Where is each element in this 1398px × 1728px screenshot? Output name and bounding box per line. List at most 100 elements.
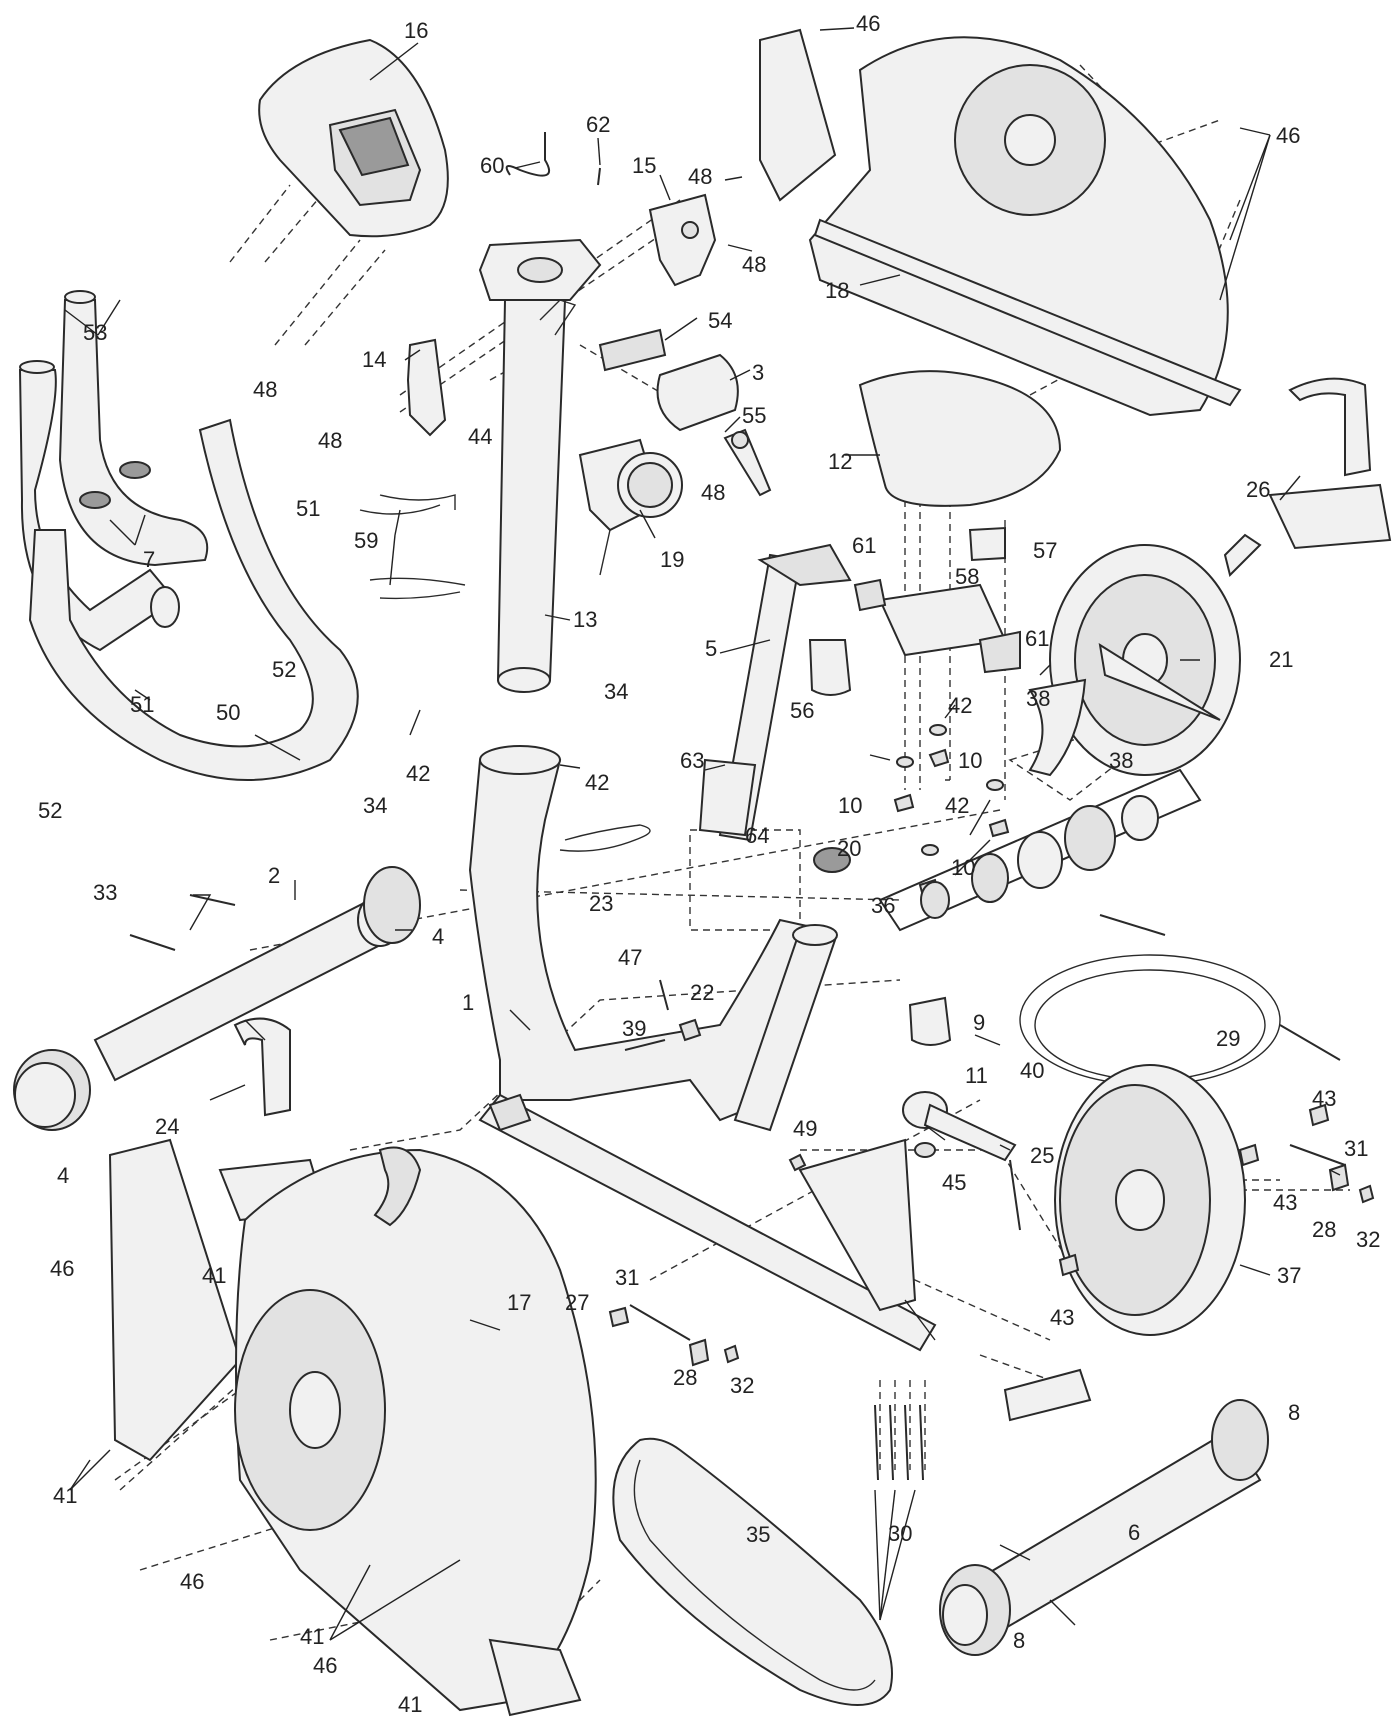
callout-32: 32 [730, 1373, 754, 1398]
callout-34: 34 [604, 679, 628, 704]
washer-and-nut-parts [893, 724, 1010, 898]
callout-29: 29 [1216, 1026, 1240, 1051]
callout-39: 39 [622, 1016, 646, 1041]
seat-slider-parts [853, 526, 1021, 674]
clamp-and-knob-parts [598, 328, 772, 497]
callout-46: 46 [856, 11, 880, 36]
callout-51: 51 [296, 496, 320, 521]
callout-41: 41 [398, 1692, 422, 1717]
callout-numbers: 16 62 60 15 48 48 46 46 18 53 14 54 3 48… [38, 11, 1380, 1717]
callout-12: 12 [828, 449, 852, 474]
callout-20: 20 [837, 836, 861, 861]
callout-46: 46 [1276, 123, 1300, 148]
callout-2: 2 [268, 863, 280, 888]
callout-28: 28 [673, 1365, 697, 1390]
callout-46: 46 [313, 1653, 337, 1678]
callout-41: 41 [53, 1483, 77, 1508]
callout-21: 21 [1269, 647, 1293, 672]
callout-48: 48 [701, 480, 725, 505]
callout-18: 18 [825, 278, 849, 303]
idler-assembly-parts [788, 1091, 1021, 1231]
cable-part [1019, 914, 1341, 1086]
callout-31: 31 [615, 1265, 639, 1290]
callout-17: 17 [507, 1290, 531, 1315]
callout-46: 46 [50, 1256, 74, 1281]
callout-leader-lines [64, 27, 1341, 1641]
callout-27: 27 [565, 1290, 589, 1315]
callout-34: 34 [363, 793, 387, 818]
flywheel-part [1054, 1064, 1246, 1336]
front-handlebar-part [28, 418, 359, 781]
callout-33: 33 [93, 880, 117, 905]
callout-52: 52 [272, 657, 296, 682]
leveling-bolt-parts [874, 1404, 924, 1481]
callout-3: 3 [752, 360, 764, 385]
handlebar-clamp-upper [648, 193, 717, 287]
seat-knob-part [808, 639, 852, 696]
bearing-set-parts [878, 768, 1202, 932]
callout-53: 53 [83, 320, 107, 345]
left-shield-part [108, 1138, 597, 1717]
callout-24: 24 [155, 1114, 179, 1139]
callout-10: 10 [838, 793, 862, 818]
callout-10: 10 [951, 855, 975, 880]
seat-post-part [698, 543, 852, 842]
callout-5: 5 [705, 636, 717, 661]
callout-50: 50 [216, 700, 240, 725]
callout-62: 62 [586, 112, 610, 137]
drive-belt-part [612, 1437, 893, 1706]
callout-42: 42 [585, 770, 609, 795]
front-stabilizer-part [939, 1368, 1269, 1656]
callout-56: 56 [790, 698, 814, 723]
callout-23: 23 [589, 891, 613, 916]
callout-26: 26 [1246, 477, 1270, 502]
callout-37: 37 [1277, 1263, 1301, 1288]
upright-post-part [478, 238, 602, 693]
callout-43: 43 [1273, 1190, 1297, 1215]
callout-52: 52 [38, 798, 62, 823]
callout-46: 46 [180, 1569, 204, 1594]
callout-48: 48 [742, 252, 766, 277]
callout-7: 7 [143, 547, 155, 572]
callout-11: 11 [965, 1063, 988, 1088]
callout-41: 41 [300, 1624, 324, 1649]
right-pedal-part [1268, 377, 1392, 550]
callout-41: 41 [202, 1263, 226, 1288]
callout-54: 54 [708, 308, 732, 333]
callout-61: 61 [1025, 626, 1049, 651]
callout-10: 10 [958, 748, 982, 773]
callout-43: 43 [1050, 1305, 1074, 1330]
callout-8: 8 [1013, 1628, 1025, 1653]
wire-and-screw-parts [505, 132, 601, 186]
resistance-control-part [578, 438, 683, 576]
callout-38: 38 [1109, 748, 1133, 773]
callout-55: 55 [742, 403, 766, 428]
callout-38: 38 [1026, 686, 1050, 711]
drive-pulley-part [1028, 533, 1262, 777]
right-shield-part [759, 28, 1242, 417]
callout-6: 6 [1128, 1520, 1140, 1545]
callout-51: 51 [130, 692, 154, 717]
callout-42: 42 [406, 761, 430, 786]
callout-32: 32 [1356, 1227, 1380, 1252]
callout-30: 30 [888, 1521, 912, 1546]
callout-25: 25 [1030, 1143, 1054, 1168]
callout-57: 57 [1033, 538, 1057, 563]
rear-end-cap-parts [13, 866, 421, 1131]
callout-43: 43 [1312, 1086, 1336, 1111]
callout-15: 15 [632, 153, 656, 178]
main-frame-part [468, 745, 937, 1352]
callout-44: 44 [468, 424, 492, 449]
handlebar-clamp-lower [406, 338, 447, 437]
callout-63: 63 [680, 748, 704, 773]
callout-48: 48 [253, 377, 277, 402]
callout-4: 4 [432, 924, 444, 949]
tensioner-hardware-parts [608, 1103, 1375, 1367]
callout-35: 35 [746, 1522, 770, 1547]
callout-8: 8 [1288, 1400, 1300, 1425]
callout-49: 49 [793, 1116, 817, 1141]
callout-1: 1 [462, 990, 474, 1015]
callout-48: 48 [318, 428, 342, 453]
